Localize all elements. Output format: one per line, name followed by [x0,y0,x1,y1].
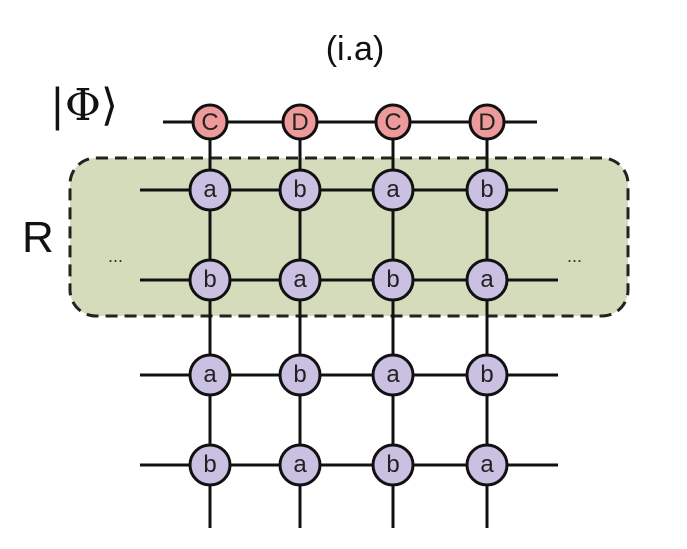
grid-node-r1-c2-label: b [293,176,306,203]
grid-node-r4-c4-label: a [480,451,494,478]
grid-node-r2-c4: a [465,258,509,302]
grid-node-r1-c2-circle [278,168,322,212]
grid-node-r2-c3-circle [371,258,415,302]
grid-node-r1-c1-circle [188,168,232,212]
grid-node-r2-c1: b [188,258,232,302]
grid-node-r3-c3-label: a [386,361,400,388]
grid-node-r4-c2-circle [278,443,322,487]
grid-node-r1-c4-circle [465,168,509,212]
grid-node-r4-c3-label: b [386,451,399,478]
grid-node-r4-c1-label: b [203,451,216,478]
grid-node-r1-c4: b [465,168,509,212]
grid-node-r2-c2-circle [278,258,322,302]
grid-node-r3-c4: b [465,353,509,397]
grid-node-r3-c3-circle [371,353,415,397]
grid-node-r3-c1-label: a [203,361,217,388]
grid-node-r1-c3-label: a [386,176,400,203]
grid-node-r1-c2: b [278,168,322,212]
grid-node-r1-c4-label: b [480,176,493,203]
grid-node-r4-c1: b [188,443,232,487]
top-node-4-label: D [478,109,495,136]
grid-node-r1-c3-circle [371,168,415,212]
grid-node-r2-c4-label: a [480,266,494,293]
grid-node-r3-c4-label: b [480,361,493,388]
region-r-box [68,156,630,318]
region-label: R [22,213,54,262]
state-label: |Φ⟩ [50,80,118,131]
grid-node-r4-c2: a [278,443,322,487]
top-node-1-circle [191,103,229,141]
top-node-2-label: D [291,109,308,136]
grid-node-r4-c4-circle [465,443,509,487]
grid-node-r3-c2-label: b [293,361,306,388]
grid-node-r2-c2-label: a [293,266,307,293]
grid-node-r2-c2: a [278,258,322,302]
grid-node-r3-c2-circle [278,353,322,397]
top-node-2-circle [281,103,319,141]
grid-node-r4-c3-circle [371,443,415,487]
grid-node-r3-c1-circle [188,353,232,397]
grid-node-r2-c4-circle [465,258,509,302]
grid-node-r2-c1-circle [188,258,232,302]
grid-node-r4-c2-label: a [293,451,307,478]
grid-node-r4-c4: a [465,443,509,487]
top-node-1-label: C [201,109,218,136]
grid-node-r2-c3: b [371,258,415,302]
grid-node-r2-c3-label: b [386,266,399,293]
grid-node-r3-c3: a [371,353,415,397]
network-nodes: C D C Da b a b b a b a a b a b b a b a [188,103,509,487]
grid-node-r3-c2: b [278,353,322,397]
grid-node-r4-c1-circle [188,443,232,487]
top-node-4: D [468,103,506,141]
top-node-3-label: C [384,109,401,136]
top-node-2: D [281,103,319,141]
top-node-4-circle [468,103,506,141]
top-node-1: C [191,103,229,141]
grid-node-r4-c3: b [371,443,415,487]
ellipsis-left: ... [108,246,123,266]
grid-node-r3-c1: a [188,353,232,397]
diagram-title: (i.a) [326,30,385,68]
grid-node-r1-c1: a [188,168,232,212]
grid-node-r3-c4-circle [465,353,509,397]
grid-node-r2-c1-label: b [203,266,216,293]
grid-node-r1-c1-label: a [203,176,217,203]
top-node-3-circle [374,103,412,141]
top-node-3: C [374,103,412,141]
grid-node-r1-c3: a [371,168,415,212]
ellipsis-right: ... [567,246,582,266]
